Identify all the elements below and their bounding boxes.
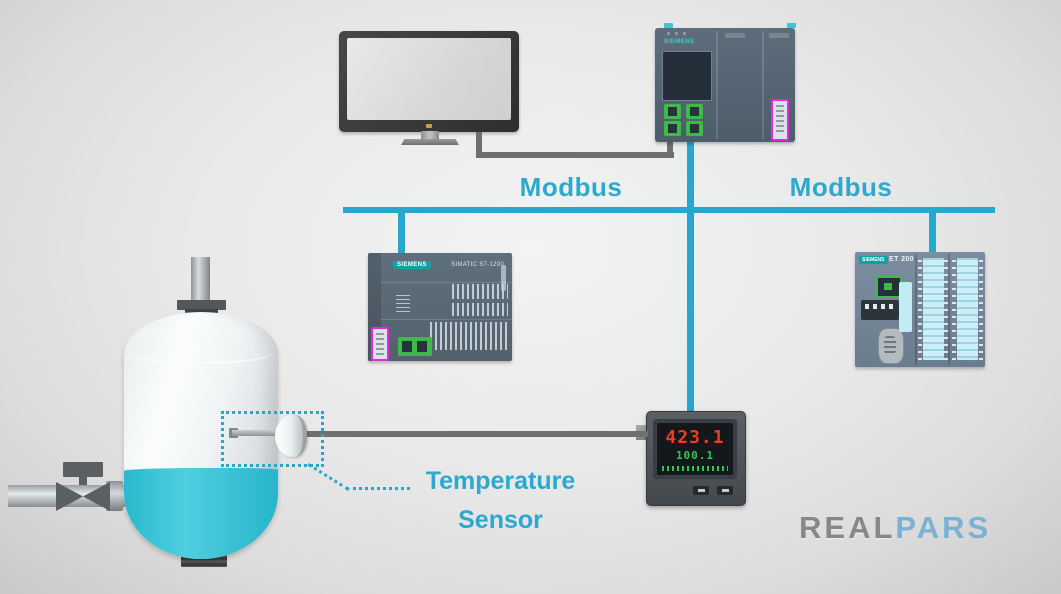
- controller-display-bezel: 423.1 100.1: [653, 419, 737, 479]
- plc-main: SIEMENS: [655, 28, 795, 142]
- modbus-label-left: Modbus: [519, 172, 623, 202]
- plc-mounting-clip: [664, 23, 673, 28]
- controller-display: 423.1 100.1: [657, 423, 733, 475]
- label-line-2: Sensor: [458, 506, 543, 534]
- callout-leader-line: [346, 487, 410, 490]
- setpoint-reading: 100.1: [675, 449, 715, 462]
- terminal-block: [452, 284, 508, 299]
- plc-display: [662, 51, 712, 101]
- modbus-trunk-line: [687, 141, 694, 413]
- plc-label-block: [396, 295, 410, 315]
- ethernet-port: [686, 104, 703, 119]
- monitor-stand-neck: [421, 131, 439, 140]
- hmi-cable-segment: [476, 152, 674, 158]
- plc-secondary: SIEMENS SIMATIC S7-1200: [368, 253, 512, 361]
- tank-top-flange: [177, 300, 226, 310]
- plc-screw-slot: [725, 33, 745, 38]
- terminal-led-column: [952, 260, 956, 360]
- monitor-power-led-icon: [426, 124, 432, 128]
- ethernet-port: [664, 121, 681, 136]
- plc-status-slot: [501, 265, 506, 291]
- terminal-block: [452, 303, 508, 316]
- realpars-logo: REALPARS: [799, 510, 1009, 546]
- modbus-drop-left: [398, 210, 405, 255]
- ethernet-port: [686, 121, 703, 136]
- tank-liquid: [124, 468, 278, 559]
- remote-io: SIEMENS ET 200: [855, 252, 985, 367]
- siemens-logo: SIEMENS: [664, 39, 695, 45]
- terminal-strip: [923, 258, 944, 360]
- hmi-cable-segment: [476, 132, 482, 158]
- valve-handle: [63, 462, 103, 477]
- plc-panel-line: [381, 319, 512, 320]
- modbus-bus-line: [343, 207, 995, 213]
- hmi-cable-segment: [667, 140, 673, 158]
- sensor-head: [275, 415, 307, 457]
- siemens-logo: SIEMENS: [859, 256, 888, 264]
- io-connector-magenta: [371, 327, 389, 361]
- plc-screw-slot: [769, 33, 789, 38]
- temperature-controller: 423.1 100.1: [646, 411, 746, 506]
- dip-switch-block: [861, 300, 899, 320]
- front-panel-button: [693, 486, 709, 495]
- ethernet-port: [402, 341, 412, 352]
- terminal-block: [430, 322, 508, 350]
- terminal-led-column: [979, 260, 983, 360]
- ethernet-port-block: [398, 337, 432, 356]
- pipe-coupling: [106, 481, 123, 511]
- plc-model-label: SIMATIC S7-1200: [451, 262, 504, 268]
- plc-mounting-clip: [787, 23, 796, 28]
- plc-module-separator: [716, 31, 718, 139]
- module-separator: [948, 254, 950, 365]
- sensor-cable: [296, 431, 648, 437]
- sensor-highlight-box: [221, 411, 324, 467]
- tank-weld-rim: [128, 340, 274, 364]
- siemens-logo: SIEMENS: [393, 261, 431, 269]
- plc-panel-line: [381, 282, 512, 283]
- label-line-1: Temperature: [425, 467, 576, 495]
- modbus-label-right: Modbus: [789, 172, 893, 202]
- signal-bar: [662, 466, 728, 471]
- monitor-stand-base: [401, 139, 459, 145]
- temperature-reading: 423.1: [665, 427, 725, 448]
- monitor-screen: [347, 38, 511, 120]
- remote-io-model-label: ET 200: [889, 256, 914, 263]
- plc-module-separator: [762, 31, 764, 139]
- terminal-led-column: [944, 260, 948, 360]
- callout-leader-line: [307, 463, 350, 491]
- terminal-strip: [957, 258, 978, 360]
- tank-top-pipe: [191, 257, 210, 303]
- io-module-cover: [899, 282, 912, 332]
- ethernet-port: [417, 341, 427, 352]
- logo-pars-text: PARS: [895, 510, 992, 545]
- front-panel-button: [717, 486, 733, 495]
- io-connector-magenta: [771, 99, 789, 141]
- valve-stem: [79, 475, 87, 485]
- hmi-monitor: [339, 31, 519, 132]
- connector-pins: [776, 105, 784, 135]
- logo-real-text: REAL: [799, 510, 896, 545]
- plc-vent-dots: [667, 32, 689, 35]
- sensor-probe: [232, 430, 292, 436]
- module-separator: [915, 254, 917, 365]
- dsub-connector: [878, 328, 904, 364]
- ethernet-port: [664, 104, 681, 119]
- terminal-led-column: [918, 260, 922, 360]
- connector-pins: [376, 333, 384, 355]
- modbus-drop-right: [929, 210, 936, 254]
- temperature-sensor-label: Temperature Sensor: [398, 469, 603, 533]
